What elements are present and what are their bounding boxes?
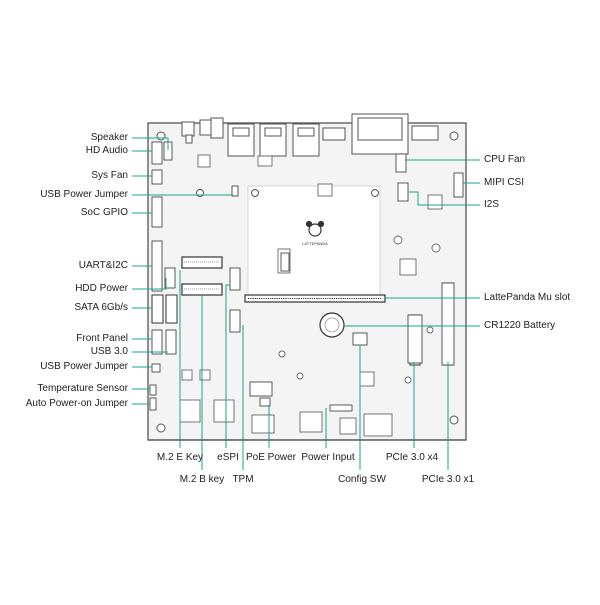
leader-lines bbox=[132, 137, 480, 470]
label-sata: SATA 6Gb/s bbox=[74, 302, 128, 313]
label-temp-sensor: Temperature Sensor bbox=[37, 383, 128, 394]
label-usb3: USB 3.0 bbox=[90, 346, 128, 357]
panda-logo-icon bbox=[305, 220, 325, 237]
pin-headers bbox=[149, 141, 464, 412]
label-m2-b-key: M.2 B key bbox=[179, 474, 225, 485]
label-battery: CR1220 Battery bbox=[484, 320, 556, 331]
label-espi: eSPI bbox=[217, 452, 239, 463]
label-mu-slot: LattePanda Mu slot bbox=[484, 292, 571, 303]
label-uart-i2c: UART&I2C bbox=[78, 260, 128, 271]
label-m2-e-key: M.2 E Key bbox=[156, 452, 204, 463]
label-hd-audio: HD Audio bbox=[85, 145, 128, 156]
label-speaker: Speaker bbox=[90, 132, 128, 143]
label-usb-power-jumper-top: USB Power Jumper bbox=[40, 189, 128, 200]
label-mipi-csi: MIPI CSI bbox=[484, 177, 525, 188]
mu-module-area bbox=[247, 185, 381, 297]
label-auto-power: Auto Power-on Jumper bbox=[25, 398, 128, 409]
label-config-sw: Config SW bbox=[338, 474, 386, 485]
label-cpu-fan: CPU Fan bbox=[484, 154, 526, 165]
label-tpm: TPM bbox=[232, 474, 254, 485]
label-pcie-x4: PCIe 3.0 x4 bbox=[385, 452, 439, 463]
label-poe-power: PoE Power bbox=[245, 452, 297, 463]
label-usb-power-jumper-bottom: USB Power Jumper bbox=[40, 361, 128, 372]
leader-hdd-power bbox=[132, 278, 167, 290]
leader-espi bbox=[225, 284, 230, 448]
sata-connectors bbox=[151, 294, 178, 324]
rear-io-connectors bbox=[181, 113, 439, 157]
m2-slot-pins bbox=[184, 261, 220, 290]
label-front-panel: Front Panel bbox=[76, 333, 128, 344]
label-sys-fan: Sys Fan bbox=[91, 170, 128, 181]
label-i2s: I2S bbox=[484, 199, 500, 210]
board-logo-text: LATTEPANDA bbox=[302, 241, 328, 246]
leader-i2s bbox=[408, 191, 480, 206]
leader-speaker bbox=[132, 137, 169, 150]
label-pcie-x1: PCIe 3.0 x1 bbox=[421, 474, 475, 485]
cr1220-battery bbox=[319, 312, 345, 338]
label-soc-gpio: SoC GPIO bbox=[80, 207, 128, 218]
label-hdd-power: HDD Power bbox=[75, 283, 128, 294]
label-power-input: Power Input bbox=[301, 452, 355, 463]
